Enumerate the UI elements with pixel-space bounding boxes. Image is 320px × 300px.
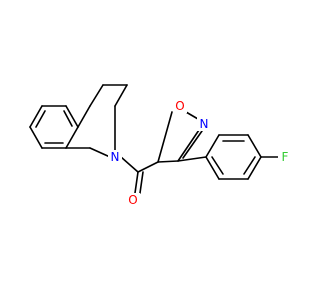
n-ring-label-bg	[108, 150, 122, 164]
benzene-double-bond	[63, 110, 73, 127]
o-isoxazoline-label-bg	[173, 99, 187, 113]
benzene-bond	[29, 105, 43, 128]
isoxazoline-bond	[157, 111, 173, 163]
isoxazoline-bond	[157, 160, 179, 163]
phenyl-bond	[247, 134, 262, 158]
isoxazoline-bond	[185, 111, 199, 120]
benzene-bond	[65, 105, 79, 128]
atom-labels: N O O N F	[108, 99, 292, 207]
molecule-structure: N O O N F	[29, 84, 292, 207]
phenyl-double-bond	[211, 156, 224, 175]
isoxazoline-bond	[137, 161, 159, 173]
carbonyl-bond	[134, 171, 139, 194]
carbonyl-double-bond	[139, 171, 144, 194]
o-carbonyl-label-bg	[126, 193, 140, 207]
phenyl-double-bond	[243, 156, 256, 175]
isoxazoline-double-bond	[182, 130, 203, 159]
ring-bond	[114, 84, 128, 107]
phenyl-bond	[247, 156, 262, 180]
phenyl-bond	[205, 156, 220, 180]
f-label-bg	[278, 150, 292, 164]
benzene-bond	[29, 126, 43, 149]
ring-bond	[77, 105, 91, 128]
ring-bond	[89, 147, 111, 158]
amide-bond	[120, 156, 139, 173]
phenyl-bond	[205, 134, 220, 158]
isoxazoline-bond	[177, 129, 200, 162]
o-isoxazoline-label: O	[175, 99, 184, 113]
n-isoxazoline-label-bg	[197, 117, 211, 131]
bond-lines	[29, 84, 279, 194]
benzene-bond	[65, 126, 79, 149]
o-carbonyl-label: O	[128, 193, 137, 207]
aryl-link-bond	[177, 156, 207, 162]
n-ring-label: N	[111, 150, 120, 164]
benzene-double-bond	[35, 110, 46, 128]
ring-bond	[89, 84, 104, 107]
n-isoxazoline-label: N	[200, 117, 209, 131]
f-label: F	[282, 150, 289, 164]
